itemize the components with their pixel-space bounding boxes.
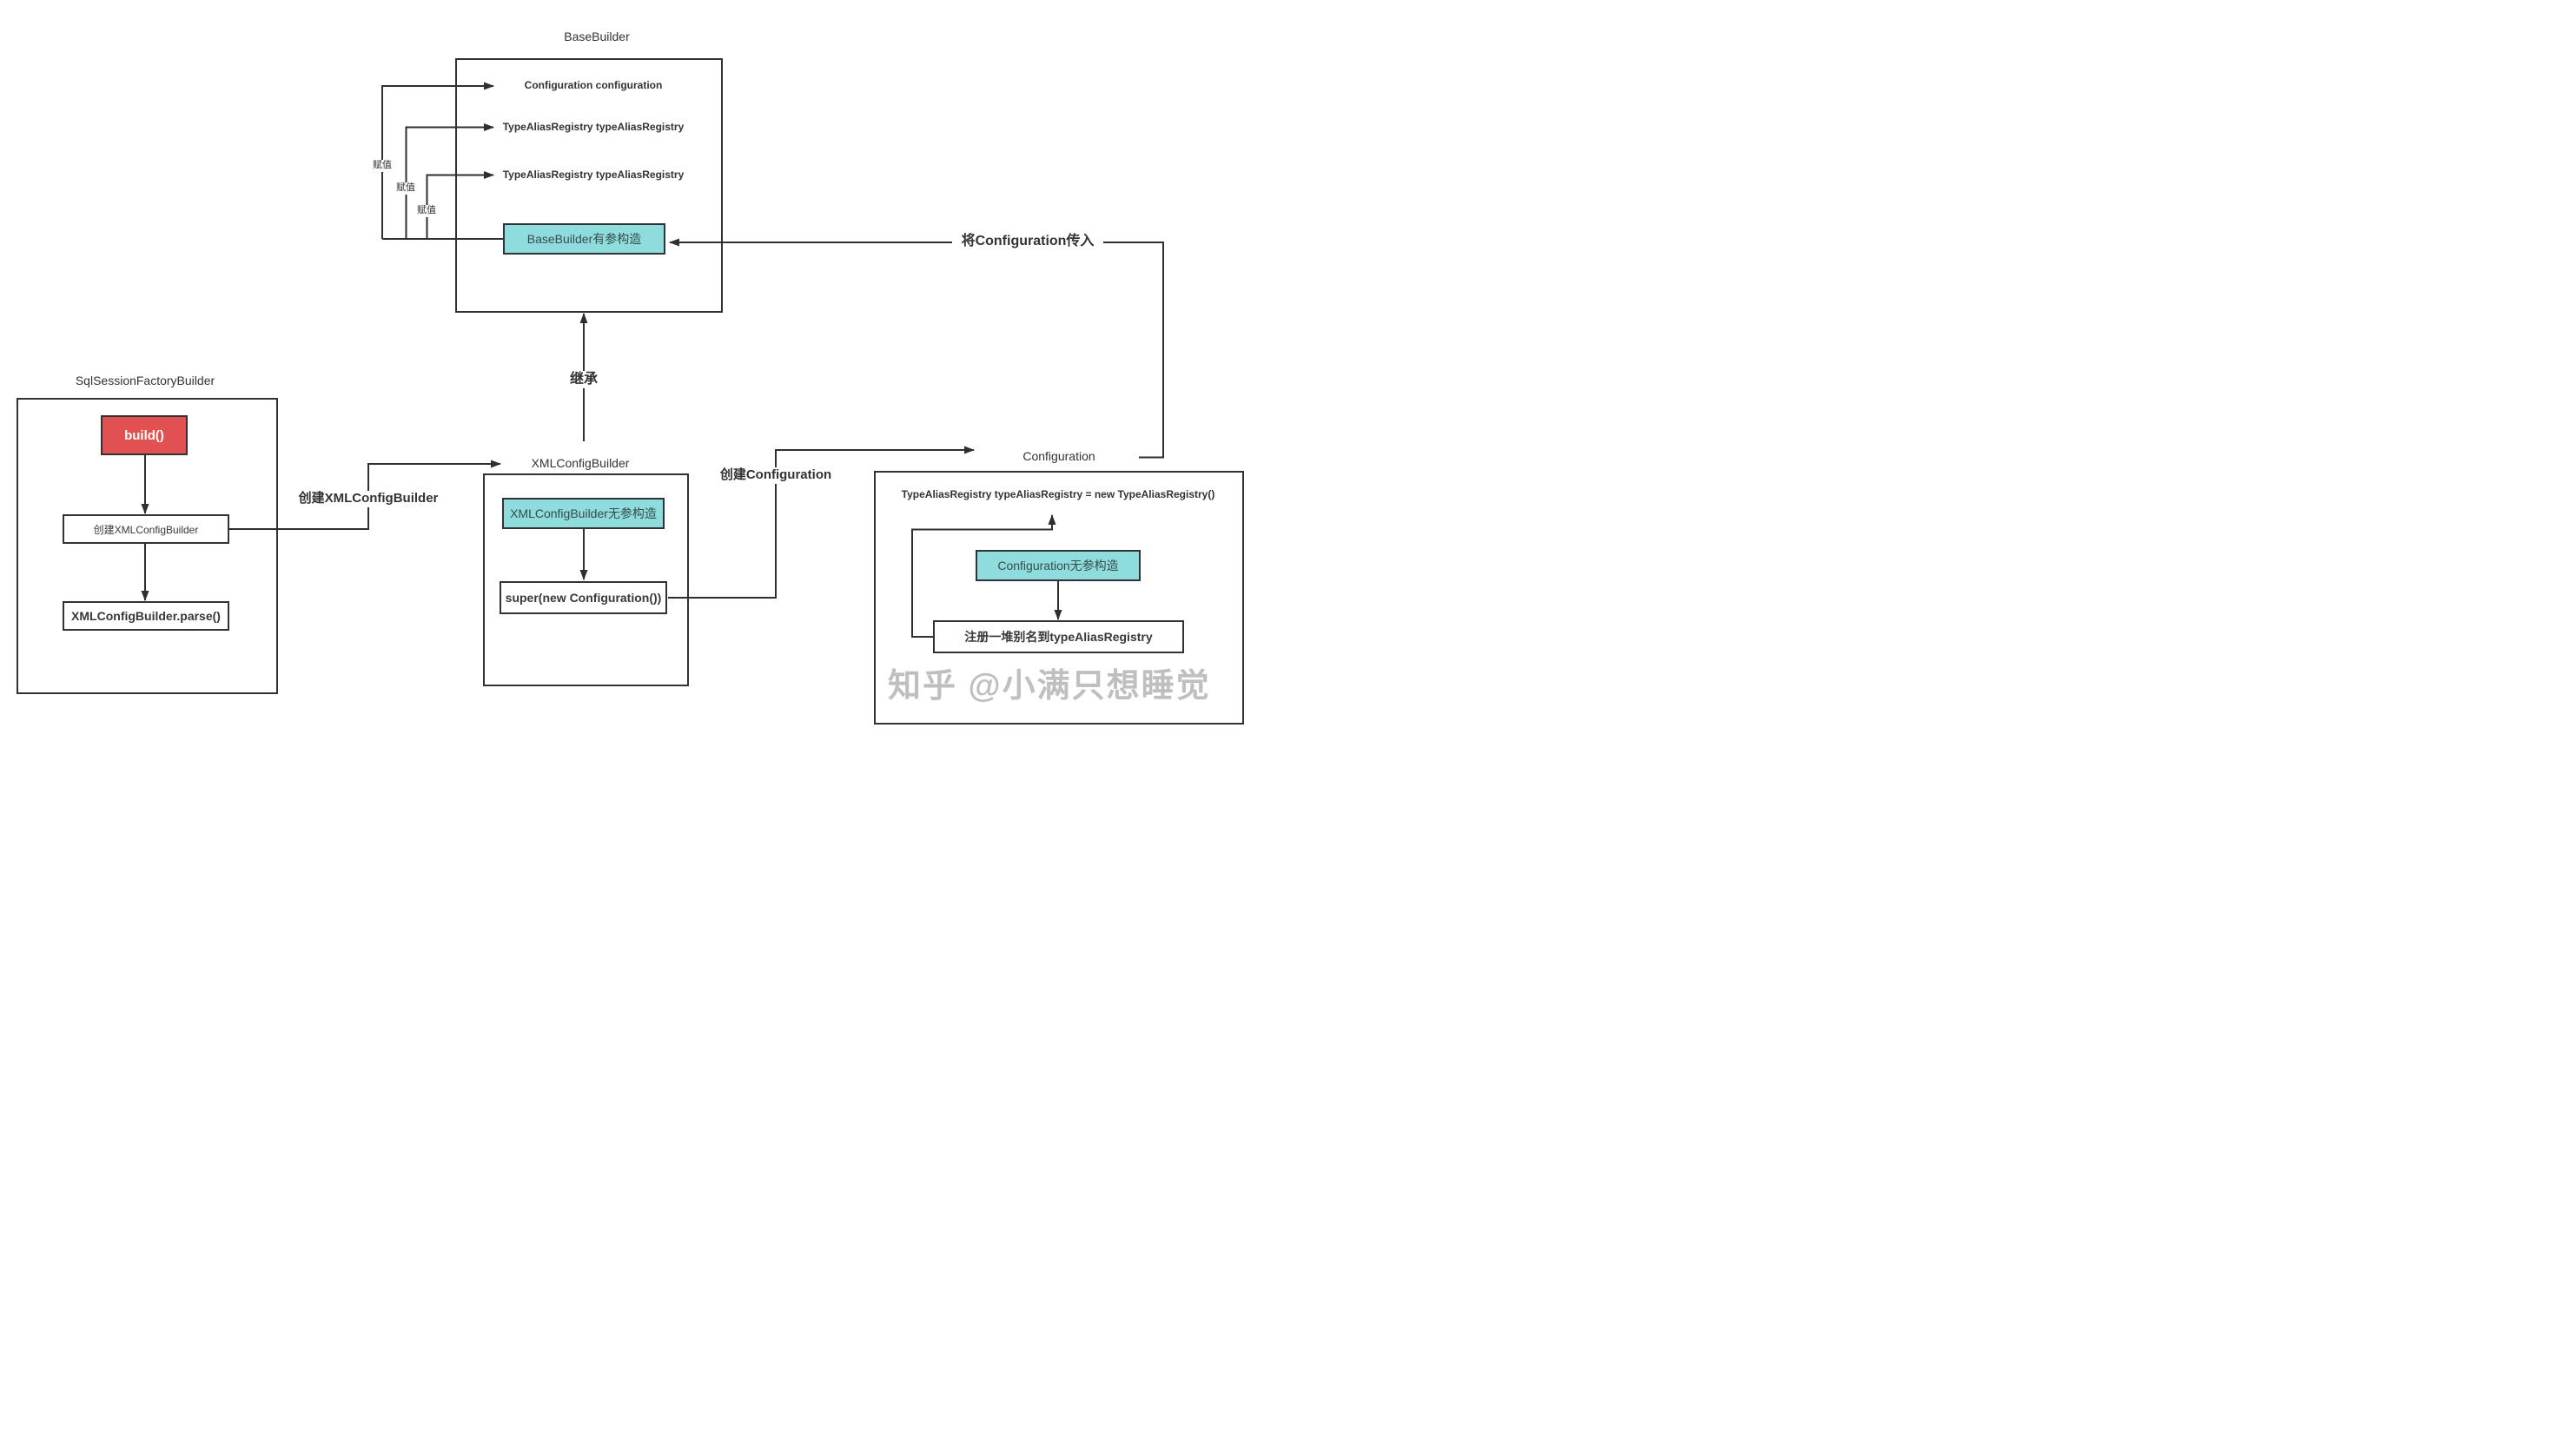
- edge-assign-3: [426, 171, 494, 239]
- edge-create-configuration: [668, 446, 975, 599]
- xml-config-builder-title: XMLConfigBuilder: [531, 456, 630, 470]
- base-builder-box: [455, 58, 723, 313]
- base-builder-field-type-alias-registry-1: TypeAliasRegistry typeAliasRegistry: [502, 121, 685, 133]
- super-new-configuration-node: super(new Configuration()): [500, 581, 667, 614]
- configuration-field-init-text: TypeAliasRegistry typeAliasRegistry = ne…: [901, 488, 1215, 500]
- edge-assign-2: [405, 123, 494, 239]
- edge-label-inherit: 继承: [566, 371, 601, 388]
- edge-label-assign-1: 赋值: [371, 160, 394, 172]
- edge-label-assign-2: 赋值: [394, 182, 417, 195]
- diagram-canvas: SqlSessionFactoryBuilder XMLConfigBuilde…: [0, 0, 1280, 728]
- edge-label-assign-3: 赋值: [415, 205, 438, 217]
- edge-label-create-xml-config-builder: 创建XMLConfigBuilder: [293, 491, 444, 507]
- base-builder-param-constructor-node: BaseBuilder有参构造: [503, 223, 665, 255]
- build-method-node: build(): [101, 415, 188, 455]
- base-builder-field-configuration: Configuration configuration: [524, 79, 663, 91]
- zhihu-watermark: 知乎 @小满只想睡觉: [888, 668, 1211, 705]
- configuration-noarg-constructor-node: Configuration无参构造: [976, 550, 1141, 581]
- edge-label-create-configuration: 创建Configuration: [712, 467, 839, 484]
- base-builder-title: BaseBuilder: [564, 30, 630, 43]
- edge-pass-configuration: [669, 238, 1164, 459]
- sql-session-factory-builder-title: SqlSessionFactoryBuilder: [75, 374, 215, 387]
- create-xml-config-builder-step-node: 创建XMLConfigBuilder: [63, 514, 229, 544]
- configuration-title: Configuration: [1022, 449, 1095, 463]
- base-builder-field-type-alias-registry-2: TypeAliasRegistry typeAliasRegistry: [502, 169, 685, 181]
- edge-register-to-field: [911, 514, 1056, 638]
- xml-config-builder-parse-node: XMLConfigBuilder.parse(): [63, 601, 229, 631]
- edge-label-pass-configuration: 将Configuration传入: [952, 233, 1103, 250]
- edge-assign-1: [381, 82, 494, 239]
- register-aliases-node: 注册一堆别名到typeAliasRegistry: [933, 620, 1184, 653]
- xml-config-builder-noarg-constructor-node: XMLConfigBuilder无参构造: [502, 498, 665, 529]
